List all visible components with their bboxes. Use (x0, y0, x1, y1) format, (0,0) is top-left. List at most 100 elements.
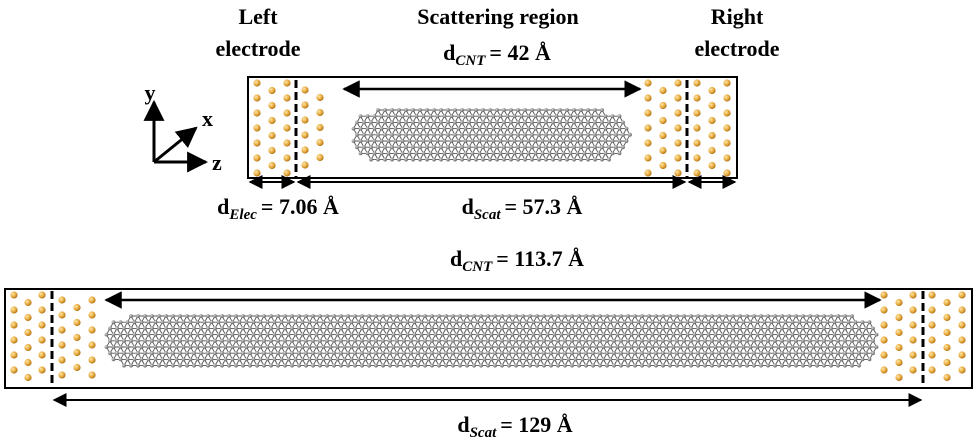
gold-atom (301, 86, 309, 94)
carbon-atom (857, 351, 861, 356)
carbon-atom (591, 363, 595, 368)
carbon-atom (544, 145, 548, 150)
carbon-atom (521, 314, 525, 318)
carbon-atom (559, 345, 564, 349)
carbon-atom (484, 151, 489, 156)
carbon-atom (423, 363, 427, 368)
carbon-atom (568, 151, 573, 156)
carbon-atom (372, 139, 377, 143)
carbon-atom (474, 145, 478, 150)
gold-atom (58, 296, 66, 304)
carbon-atom (412, 332, 417, 337)
carbon-atom (570, 363, 574, 368)
carbon-atom (731, 314, 735, 318)
carbon-atom (227, 363, 231, 368)
carbon-atom (547, 139, 552, 143)
carbon-atom (584, 326, 588, 331)
carbon-atom (720, 357, 725, 362)
carbon-atom (682, 326, 686, 331)
top-carbon-nanotube (351, 108, 632, 162)
carbon-atom (118, 332, 123, 337)
carbon-atom (402, 314, 406, 318)
carbon-atom (202, 357, 207, 362)
gold-atom (88, 296, 96, 304)
gold-atom (693, 124, 701, 132)
carbon-atom (129, 363, 133, 368)
carbon-atom (370, 357, 375, 362)
carbon-atom (545, 320, 550, 325)
carbon-atom (493, 363, 497, 368)
carbon-atom (227, 351, 231, 356)
carbon-atom (568, 126, 573, 131)
carbon-atom (734, 345, 739, 349)
carbon-atom (535, 326, 539, 331)
carbon-atom (731, 326, 735, 331)
carbon-atom (199, 326, 203, 331)
carbon-atom (523, 145, 527, 150)
carbon-atom (780, 363, 784, 368)
carbon-atom (710, 326, 714, 331)
carbon-atom (216, 357, 221, 362)
carbon-atom (104, 332, 109, 337)
carbon-atom (783, 320, 788, 325)
carbon-atom (390, 120, 394, 125)
carbon-atom (446, 145, 450, 150)
carbon-atom (472, 326, 476, 331)
carbon-atom (661, 363, 665, 368)
left-electrode-label: Left electrode (215, 4, 300, 61)
gold-atom (88, 341, 96, 349)
carbon-atom (481, 157, 485, 162)
carbon-atom (822, 338, 826, 343)
carbon-atom (675, 363, 679, 368)
carbon-atom (853, 332, 858, 337)
carbon-atom (384, 345, 389, 349)
carbon-atom (801, 338, 805, 343)
carbon-atom (516, 132, 520, 137)
carbon-atom (731, 338, 735, 343)
carbon-atom (311, 314, 315, 318)
carbon-atom (220, 326, 224, 331)
carbon-atom (612, 338, 616, 343)
carbon-atom (867, 357, 872, 362)
carbon-atom (311, 326, 315, 331)
carbon-atom (150, 326, 154, 331)
carbon-atom (307, 332, 312, 337)
gold-atom (659, 131, 667, 140)
gold-atom (880, 321, 888, 329)
carbon-atom (617, 151, 622, 156)
carbon-atom (517, 345, 522, 349)
carbon-atom (386, 126, 391, 131)
carbon-atom (542, 314, 546, 318)
carbon-atom (724, 363, 728, 368)
carbon-atom (598, 314, 602, 318)
carbon-atom (696, 314, 700, 318)
carbon-atom (514, 314, 518, 318)
carbon-atom (206, 351, 210, 356)
carbon-atom (734, 357, 739, 362)
carbon-atom (449, 126, 454, 131)
top-d-scat-label: dScat= 57.3 Å (462, 194, 583, 223)
carbon-atom (346, 363, 350, 368)
carbon-atom (596, 139, 601, 143)
carbon-atom (510, 345, 515, 349)
carbon-atom (699, 320, 704, 325)
carbon-atom (586, 120, 590, 125)
carbon-atom (437, 338, 441, 343)
carbon-atom (432, 108, 436, 112)
carbon-atom (486, 326, 490, 331)
carbon-atom (558, 132, 562, 137)
carbon-atom (503, 332, 508, 337)
carbon-atom (129, 326, 133, 331)
carbon-atom (643, 320, 648, 325)
carbon-atom (421, 151, 426, 156)
carbon-atom (451, 314, 455, 318)
carbon-atom (647, 326, 651, 331)
carbon-atom (559, 320, 564, 325)
carbon-atom (577, 351, 581, 356)
carbon-atom (596, 114, 601, 119)
carbon-atom (439, 157, 443, 162)
carbon-atom (335, 332, 340, 337)
carbon-atom (605, 338, 609, 343)
carbon-atom (439, 108, 443, 112)
carbon-atom (421, 126, 426, 131)
